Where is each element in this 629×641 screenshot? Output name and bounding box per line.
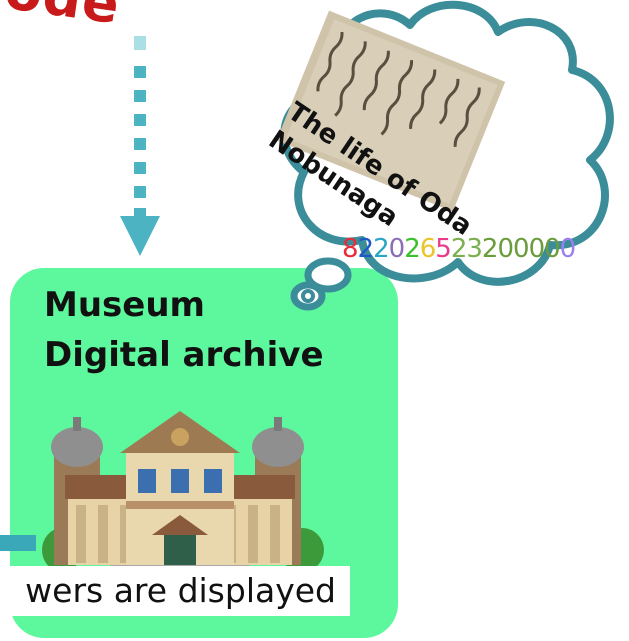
thought-bubble-icon [276, 0, 614, 311]
caption-box: wers are displayed [0, 566, 350, 616]
connector-line [0, 535, 36, 551]
isbn-digit: 3 [466, 234, 483, 264]
isbn-digit: 0 [513, 234, 530, 264]
museum-title-line1: Museum [44, 285, 205, 325]
museum-building-icon [42, 411, 324, 581]
caption-text: wers are displayed [25, 571, 336, 610]
isbn-digit: 2 [481, 234, 499, 264]
isbn-digit: 0 [388, 234, 406, 264]
isbn-digit: 0 [544, 234, 561, 264]
isbn-digit: 5 [435, 234, 452, 264]
isbn-digit: 2 [450, 234, 468, 264]
isbn-digit: 2 [404, 234, 421, 264]
top-title-fragment: ode [1, 0, 124, 36]
old-scroll-icon [276, 10, 506, 212]
isbn-digit: 8 [342, 234, 359, 264]
isbn-digit: 0 [528, 234, 546, 264]
museum-title-line2: Digital archive [44, 335, 324, 375]
isbn-digit: 2 [357, 234, 375, 264]
isbn-digit: 0 [497, 234, 514, 264]
isbn-digit: 2 [373, 234, 390, 264]
isbn-digit: 0 [559, 234, 577, 264]
museum-title: Museum Digital archive [44, 280, 324, 380]
down-arrow-icon [120, 36, 160, 256]
isbn-number: 822026523200000 [342, 233, 577, 265]
isbn-digit: 6 [419, 234, 437, 264]
